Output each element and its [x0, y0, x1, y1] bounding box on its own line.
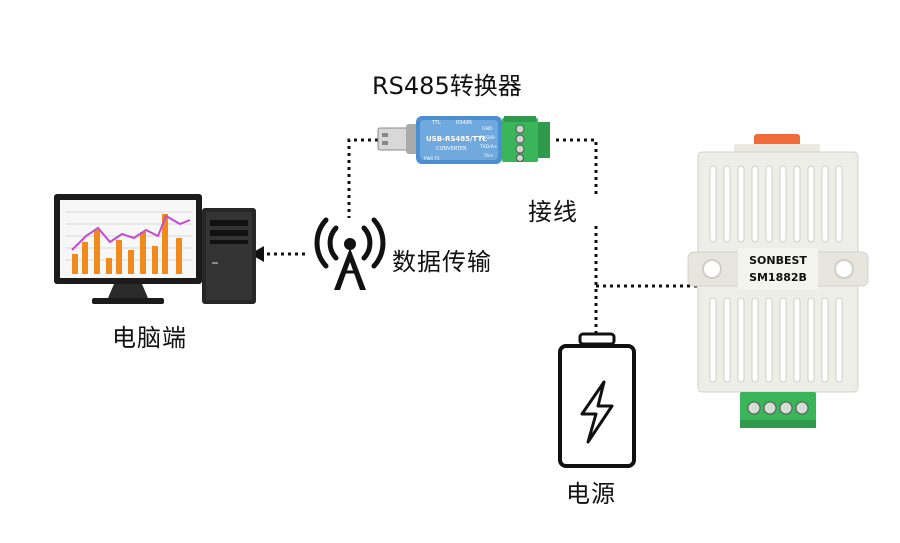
converter-pin-txd: TXD/A+	[479, 144, 498, 150]
converter-top-right-label: RS485	[456, 120, 472, 126]
rs485-converter: TTL RS485 USB-RS485/TTL CONVERTER PWR TX…	[377, 116, 550, 164]
computer-label: 电脑端	[112, 324, 187, 352]
converter-sub-label: CONVERTER	[436, 146, 467, 152]
screen-trend-line	[71, 214, 191, 251]
screen-bars	[72, 214, 182, 274]
lightning-bolt-icon	[580, 380, 614, 444]
converter-pin-5v: 5V+	[484, 153, 494, 159]
battery-icon	[558, 332, 636, 468]
power-label: 电源	[566, 480, 616, 508]
arrow-head-icon	[250, 246, 264, 262]
sensor-brand-label: SONBEST	[749, 254, 807, 267]
converter-pin-gnd: GND	[482, 126, 493, 132]
converter-pin-rxd: RXD/B-	[480, 135, 496, 141]
wiring-label: 接线	[528, 198, 578, 226]
computer-icon	[54, 194, 256, 304]
terminal-to-junction-line	[556, 138, 598, 196]
converter-main-label: USB-RS485/TTL	[426, 135, 487, 143]
converter-top-left-label: TTL	[431, 120, 441, 126]
antenna-icon	[314, 217, 386, 290]
sensor-device: SONBEST SM1882B	[687, 134, 869, 428]
diagram-title: RS485转换器	[372, 72, 522, 100]
converter-led-label: PWR TX	[424, 156, 440, 161]
sensor-model-label: SM1882B	[749, 271, 807, 284]
wireless-label: 数据传输	[392, 248, 492, 276]
usb-to-antenna-line	[347, 138, 385, 218]
